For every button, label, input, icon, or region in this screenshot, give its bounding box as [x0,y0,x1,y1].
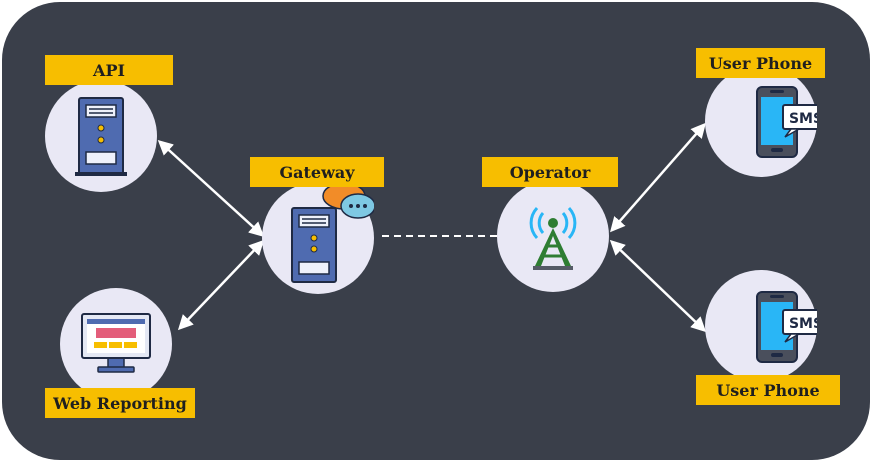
monitor-icon [81,313,151,373]
user-phone-bottom-label: User Phone [696,375,840,405]
web-reporting-node [60,288,172,400]
cell-tower-icon [529,206,577,270]
server-chat-icon [291,182,374,283]
operator-node [497,180,609,292]
sms-text: SMS [789,316,817,332]
api-label: API [45,55,173,85]
phone-sms-icon: SMS [756,291,817,363]
api-gateway-arrow [157,139,265,238]
operator-phone-top-arrow [610,122,706,233]
user-phone-top-node: SMS [705,65,817,177]
operator-phone-bottom-arrow [609,239,707,333]
api-node [45,80,157,192]
server-icon [75,97,127,176]
user-phone-top-label: User Phone [696,48,825,78]
gateway-node [262,182,374,294]
gateway-label: Gateway [250,157,384,187]
phone-sms-icon: SMS [756,86,817,158]
operator-label: Operator [482,157,618,187]
sms-text: SMS [789,111,817,127]
web-reporting-label: Web Reporting [45,388,195,418]
web-gateway-arrow [177,239,265,331]
user-phone-bottom-node: SMS [705,270,817,382]
